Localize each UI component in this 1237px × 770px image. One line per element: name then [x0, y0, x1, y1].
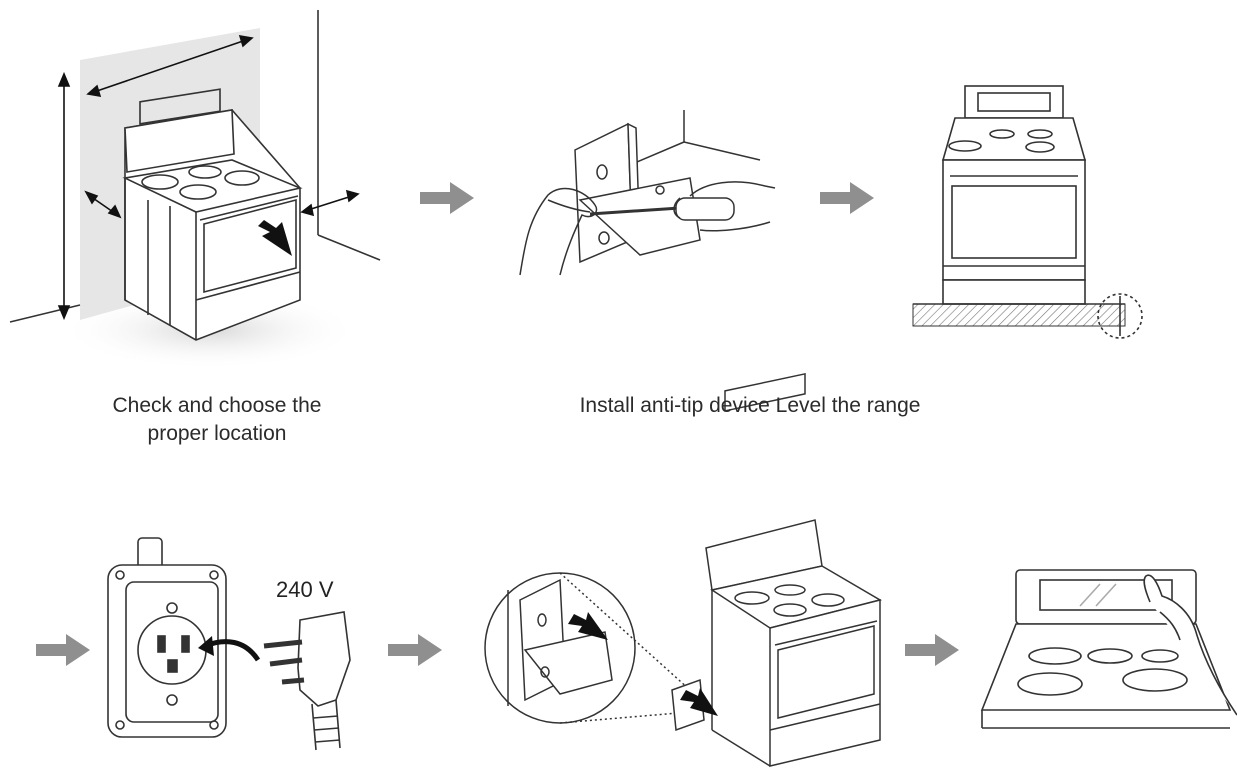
- power-outlet-icon: [107, 537, 351, 751]
- flow-arrow-icon: [388, 634, 442, 666]
- install-level-caption: Install anti-tip device Level the range: [579, 394, 921, 417]
- flow-arrow-icon: [820, 182, 874, 214]
- anti-tip-check-icon: [484, 372, 882, 767]
- location-caption-line2: proper location: [147, 422, 287, 445]
- voltage-label: 240 V: [276, 577, 334, 602]
- level-range-icon: [912, 85, 1143, 339]
- touch-control-icon: [980, 569, 1237, 729]
- location-caption-line1: Check and choose the: [112, 394, 322, 417]
- anti-tip-install-icon: [519, 110, 776, 276]
- range-wall-clearance-icon: [9, 10, 381, 370]
- flow-arrow-icon: [420, 182, 474, 214]
- location-caption: Check and choose the proper location: [62, 392, 372, 448]
- flow-arrow-icon: [36, 634, 90, 666]
- flow-arrow-icon: [905, 634, 959, 666]
